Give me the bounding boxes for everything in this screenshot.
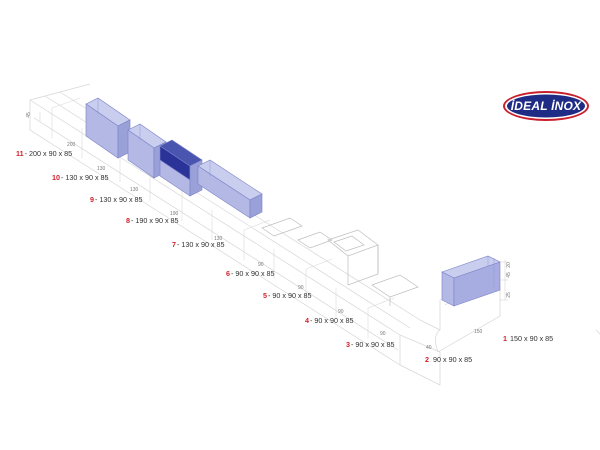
cabinet-edges bbox=[97, 98, 495, 288]
unit-number: 5 bbox=[263, 291, 267, 300]
cabinet-8-side bbox=[249, 193, 263, 219]
dimension-lines bbox=[39, 112, 508, 301]
unit-label-5: 5- 90 x 90 x 85 bbox=[263, 291, 312, 300]
unit-number: 11 bbox=[16, 149, 24, 158]
unit-label-7: 7- 130 x 90 x 85 bbox=[172, 240, 225, 249]
unit-label-4: 4- 90 x 90 x 85 bbox=[305, 316, 354, 325]
unit-size: - 200 x 90 x 85 bbox=[24, 149, 73, 158]
unit-size: - 90 x 90 x 85 bbox=[310, 316, 354, 325]
unit-number: 6 bbox=[226, 269, 230, 278]
unit-label-9: 9- 130 x 90 x 85 bbox=[90, 195, 143, 204]
unit-size: - 130 x 90 x 85 bbox=[177, 240, 225, 249]
brand-logo: İDEAL İNOX bbox=[503, 91, 589, 121]
dim-label: 45 bbox=[505, 272, 512, 278]
unit-size: 150 x 90 x 85 bbox=[510, 334, 554, 343]
unit-number: 8 bbox=[126, 216, 130, 225]
dim-label: 90 bbox=[258, 262, 264, 268]
unit-number: 4 bbox=[305, 316, 309, 325]
cabinet-1-main bbox=[453, 261, 501, 307]
dim-label: 190 bbox=[170, 211, 179, 217]
unit-number: 1 bbox=[503, 334, 507, 343]
unit-label-2: 2 90 x 90 x 85 bbox=[425, 355, 472, 364]
unit-size: 90 x 90 x 85 bbox=[433, 355, 473, 364]
unit-label-3: 3- 90 x 90 x 85 bbox=[346, 340, 395, 349]
unit-number: 7 bbox=[172, 240, 176, 249]
dim-label: 150 bbox=[474, 329, 483, 335]
unit-number: 2 bbox=[425, 355, 429, 364]
unit-size: - 90 x 90 x 85 bbox=[231, 269, 275, 278]
unit-label-11: 11- 200 x 90 x 85 bbox=[16, 149, 72, 158]
dim-label: 90 bbox=[298, 285, 304, 291]
dim-label: 90 bbox=[380, 331, 386, 337]
unit-number: 10 bbox=[52, 173, 60, 182]
dim-label: 130 bbox=[214, 236, 223, 242]
unit-size: - 90 x 90 x 85 bbox=[268, 291, 312, 300]
unit-size: - 130 x 90 x 85 bbox=[95, 195, 143, 204]
unit-label-10: 10- 130 x 90 x 85 bbox=[52, 173, 109, 182]
unit-number: 9 bbox=[90, 195, 94, 204]
unit-size: - 90 x 90 x 85 bbox=[351, 340, 395, 349]
wall-cabinets bbox=[85, 97, 501, 307]
unit-label-6: 6- 90 x 90 x 85 bbox=[226, 269, 275, 278]
dim-label: 90 bbox=[338, 309, 344, 315]
logo-text: İDEAL İNOX bbox=[510, 99, 582, 113]
dim-label: 200 bbox=[67, 142, 76, 148]
dim-label: 130 bbox=[130, 187, 139, 193]
unit-label-8: 8- 190 x 90 x 85 bbox=[126, 216, 179, 225]
unit-size: - 190 x 90 x 85 bbox=[131, 216, 179, 225]
unit-size: - 130 x 90 x 85 bbox=[61, 173, 109, 182]
dim-label: 45 bbox=[25, 112, 32, 118]
dim-label: 25 bbox=[505, 292, 512, 298]
cabinet-1-front bbox=[441, 271, 455, 307]
dim-label: 40 bbox=[426, 345, 432, 351]
dim-label: 20 bbox=[505, 262, 512, 268]
dim-label: 130 bbox=[97, 166, 106, 172]
unit-number: 3 bbox=[346, 340, 350, 349]
brand-logo-shape bbox=[503, 91, 589, 121]
equipment-details bbox=[261, 217, 419, 306]
